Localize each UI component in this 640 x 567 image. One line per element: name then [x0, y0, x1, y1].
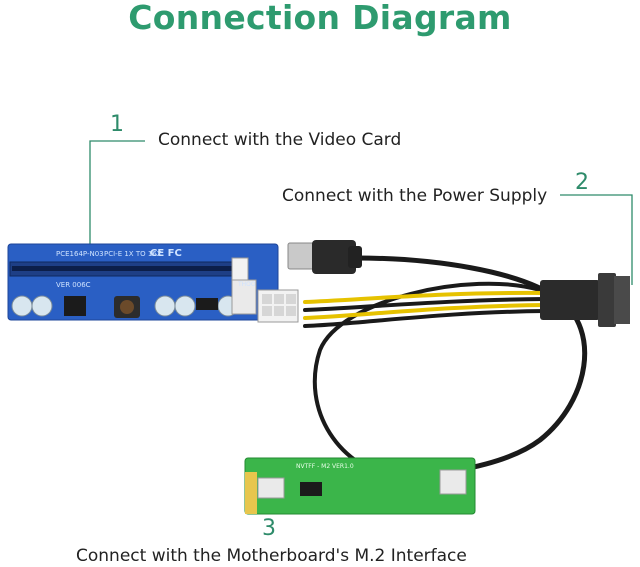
leader-line-1	[89, 140, 145, 268]
callout-number-1: 1	[110, 112, 124, 137]
capacitor	[174, 295, 196, 317]
m2-adapter: NVTFF - M2 VER1.0	[244, 457, 476, 515]
callout-label-motherboard: Connect with the Motherboard's M.2 Inter…	[76, 546, 467, 566]
board-version: VER 006C	[56, 281, 91, 289]
leader-line-2	[560, 194, 633, 285]
callout-number-3: 3	[262, 516, 276, 541]
callout-label-power-supply: Connect with the Power Supply	[282, 186, 548, 206]
capacitor	[11, 295, 33, 317]
board-spec: PCI-E 1X TO 16X	[104, 250, 162, 258]
cables	[303, 255, 588, 487]
board-connector-mark: THOO	[237, 281, 256, 288]
capacitor	[154, 295, 176, 317]
board-model: PCE164P-N03	[56, 250, 104, 258]
board-marks: CE FC	[150, 248, 182, 259]
sata-power-connector	[540, 273, 630, 327]
adapter-label: NVTFF - M2 VER1.0	[296, 463, 354, 470]
callout-number-2: 2	[575, 170, 589, 195]
diagram-title: Connection Diagram	[128, 0, 512, 37]
callout-label-video-card: Connect with the Video Card	[158, 130, 402, 150]
capacitor	[31, 295, 53, 317]
usb-plug	[287, 240, 362, 274]
riser-board: PCE164P-N03 VER 006C PCI-E 1X TO 16X CE …	[7, 243, 299, 323]
